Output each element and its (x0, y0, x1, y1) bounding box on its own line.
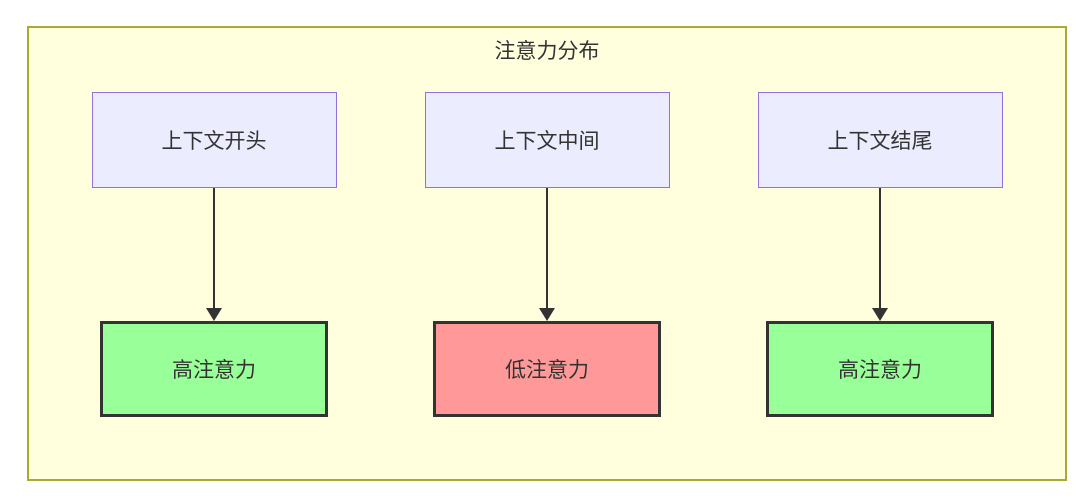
node-context-start: 上下文开头 (91, 92, 337, 188)
node-low-attention: 低注意力 (433, 321, 661, 417)
node-label: 上下文开头 (161, 130, 267, 153)
node-label: 低注意力 (505, 359, 589, 382)
node-high-attention-1: 高注意力 (100, 321, 328, 417)
arrow-line (879, 188, 881, 308)
arrow-line (213, 188, 215, 308)
node-context-end: 上下文结尾 (757, 92, 1003, 188)
diagram-title: 注意力分布 (494, 40, 600, 63)
node-label: 高注意力 (172, 359, 256, 382)
arrow-line (546, 188, 548, 308)
arrow-down-icon (539, 188, 555, 321)
node-label: 高注意力 (838, 359, 922, 382)
node-label: 上下文中间 (494, 130, 600, 153)
node-high-attention-2: 高注意力 (766, 321, 994, 417)
flow-column-context-start: 上下文开头 高注意力 (91, 92, 337, 417)
arrow-down-icon (206, 188, 222, 321)
arrow-head (206, 308, 222, 321)
node-context-middle: 上下文中间 (424, 92, 670, 188)
arrow-head (872, 308, 888, 321)
flow-column-context-middle: 上下文中间 低注意力 (424, 92, 670, 417)
arrow-down-icon (872, 188, 888, 321)
node-label: 上下文结尾 (827, 130, 933, 153)
flow-column-context-end: 上下文结尾 高注意力 (757, 92, 1003, 417)
subgraph-attention-distribution: 注意力分布 上下文开头 高注意力 上下文中间 (27, 26, 1067, 481)
flow-columns: 上下文开头 高注意力 上下文中间 (29, 92, 1065, 417)
arrow-head (539, 308, 555, 321)
